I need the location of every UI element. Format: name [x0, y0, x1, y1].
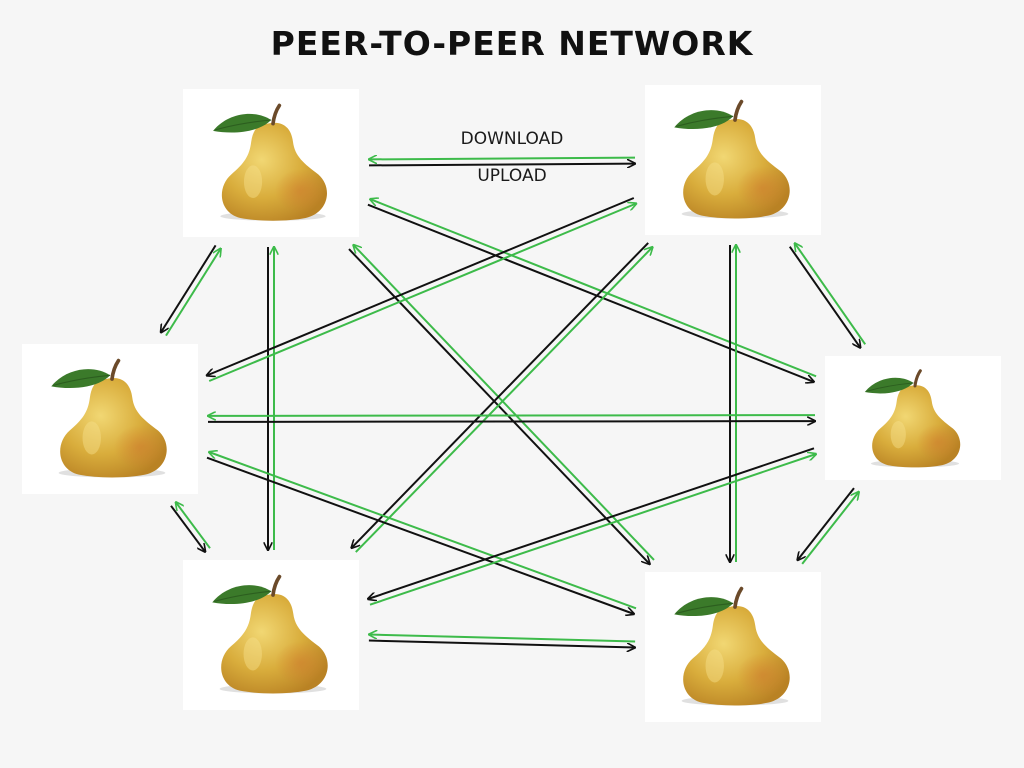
link-top-right-bottom-right [730, 245, 736, 562]
download-arrow [367, 203, 814, 382]
download-arrow [368, 164, 635, 166]
download-arrow [170, 505, 205, 552]
upload-arrow [209, 452, 637, 610]
upload-arrow [801, 492, 859, 565]
link-top-left-middle-left [161, 244, 221, 337]
link-middle-left-bottom-right [207, 452, 636, 614]
pear-icon [864, 369, 961, 468]
page-title: PEER-TO-PEER NETWORK [270, 24, 754, 63]
upload-label: UPLOAD [477, 166, 546, 186]
link-top-right-middle-right [788, 243, 867, 348]
upload-arrow [353, 245, 655, 561]
link-top-left-bottom-left [268, 247, 274, 550]
download-arrow [788, 246, 861, 348]
link-top-left-middle-right [367, 199, 817, 382]
upload-arrow [208, 204, 636, 382]
link-middle-right-bottom-left [368, 447, 816, 606]
pear-icon [674, 99, 790, 219]
upload-arrow [355, 247, 653, 553]
pear-icon [51, 358, 167, 478]
peers-layer [22, 85, 1001, 722]
download-arrow [161, 244, 217, 332]
download-arrow [798, 487, 855, 560]
upload-arrow [369, 158, 636, 160]
pear-icon [212, 574, 328, 694]
upload-arrow [369, 454, 816, 606]
download-label: DOWNLOAD [461, 129, 564, 149]
links-layer [161, 158, 867, 648]
download-arrow [368, 447, 815, 599]
peer-top-right [645, 85, 821, 235]
peer-bottom-left [183, 560, 359, 710]
peer-middle-left [22, 344, 198, 494]
download-arrow [352, 242, 649, 548]
link-bottom-left-bottom-right [369, 635, 635, 648]
upload-arrow [370, 199, 817, 378]
upload-arrow [176, 502, 211, 549]
pear-icon [213, 103, 327, 221]
link-middle-left-bottom-left [170, 502, 211, 552]
link-top-right-bottom-left [352, 242, 653, 553]
upload-arrow [795, 243, 867, 345]
pear-icon [674, 586, 790, 706]
link-middle-left-middle-right [208, 415, 815, 422]
upload-arrow [165, 249, 221, 337]
download-arrow [368, 639, 635, 648]
download-arrow [207, 421, 815, 422]
peer-top-left [183, 89, 359, 237]
peer-middle-right [825, 356, 1001, 480]
download-arrow [206, 456, 634, 614]
link-middle-right-bottom-right [798, 487, 859, 565]
link-top-left-top-right [369, 158, 635, 166]
link-top-right-middle-left [207, 197, 636, 382]
upload-arrow [369, 635, 636, 643]
download-arrow [207, 197, 635, 376]
upload-arrow [208, 415, 816, 416]
peer-bottom-right [645, 572, 821, 722]
